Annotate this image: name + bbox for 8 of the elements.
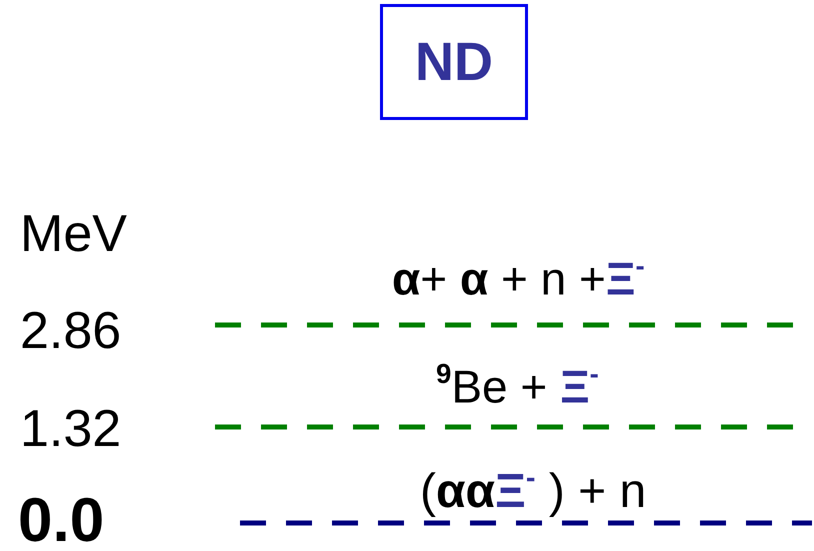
title-box: ND: [380, 4, 528, 120]
state-label: (ααΞ$^{-}$ ) + n: [420, 464, 646, 516]
state-label: $^{9}$Be + Ξ$^{-}$: [436, 360, 599, 410]
energy-value: 1.32: [20, 403, 122, 455]
energy-value: 2.86: [20, 305, 122, 357]
level-label: MeV: [20, 208, 127, 260]
state-label: α+ α + n +Ξ$^{-}$: [392, 252, 645, 302]
energy-value: 0.0: [18, 490, 104, 551]
